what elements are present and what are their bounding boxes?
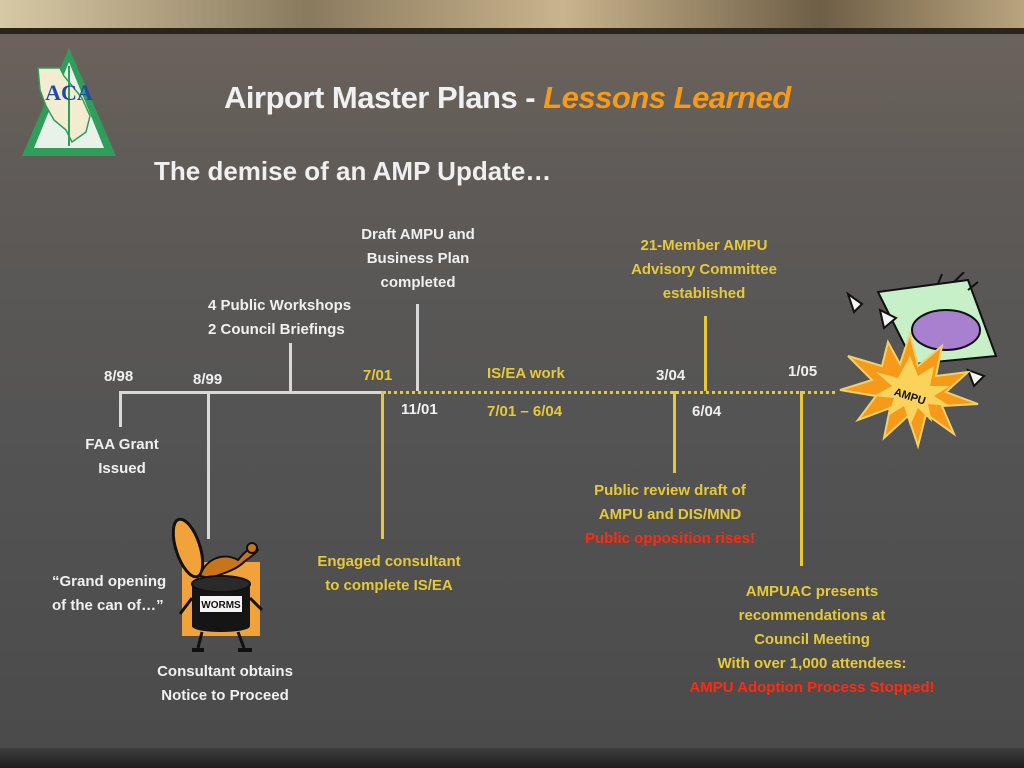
date-label: 6/04 bbox=[692, 403, 722, 420]
decorative-bottom-band bbox=[0, 748, 1024, 768]
tick-workshops bbox=[289, 343, 292, 391]
public-opposition-text: Public opposition rises! bbox=[584, 530, 756, 547]
title-accent: Lessons Learned bbox=[543, 80, 791, 115]
logo-text: ACA bbox=[45, 80, 93, 105]
date-label: 11/01 bbox=[401, 401, 438, 418]
tick-public-review bbox=[673, 391, 676, 473]
event-ampuac: AMPUAC presents recommendations at Counc… bbox=[652, 580, 972, 700]
isea-work-label: IS/EA work bbox=[487, 365, 565, 382]
event-public-review: Public review draft of AMPU and DIS/MND … bbox=[574, 479, 766, 551]
can-of-worms-icon: WORMS bbox=[171, 517, 264, 652]
slide-subtitle: The demise of an AMP Update… bbox=[154, 156, 552, 186]
slide-title: Airport Master Plans - Lessons Learned bbox=[224, 80, 791, 115]
timeline-axis-early bbox=[119, 391, 383, 394]
timeline-axis-dotted bbox=[383, 391, 835, 394]
date-label: 1/05 bbox=[788, 363, 818, 380]
tick-committee bbox=[704, 316, 707, 391]
decorative-top-band bbox=[0, 0, 1024, 34]
tick-faa-grant bbox=[119, 391, 122, 427]
tick-notice-to-proceed bbox=[207, 391, 210, 539]
date-label: 7/01 bbox=[363, 367, 393, 384]
tick-draft-ampu bbox=[416, 304, 419, 391]
date-label: 3/04 bbox=[656, 367, 686, 384]
date-label: 8/99 bbox=[193, 371, 223, 388]
aca-logo: ACA bbox=[22, 48, 116, 156]
tick-ampuac bbox=[800, 391, 803, 566]
explosion-icon: AMPU bbox=[839, 272, 998, 450]
can-label: WORMS bbox=[201, 600, 241, 611]
adoption-stopped-text: AMPU Adoption Process Stopped! bbox=[689, 679, 935, 696]
tick-engaged-consultant bbox=[381, 391, 384, 539]
date-label: 8/98 bbox=[104, 368, 134, 385]
isea-range-label: 7/01 – 6/04 bbox=[487, 403, 563, 420]
